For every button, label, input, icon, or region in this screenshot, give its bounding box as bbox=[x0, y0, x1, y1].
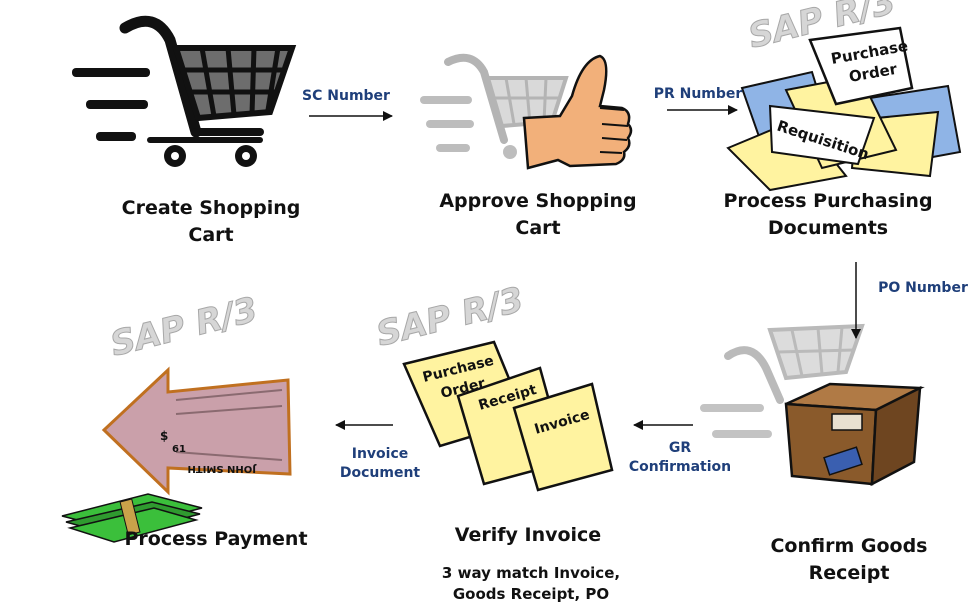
flow-gr-line1: GR bbox=[668, 440, 692, 456]
thumbs-up-cart-icon bbox=[420, 53, 633, 170]
note-three-way-match: 3 way match Invoice, Goods Receipt, PO bbox=[426, 563, 636, 605]
flow-invoice-line2: Document bbox=[339, 465, 421, 481]
flow-gr-confirmation: GR Confirmation bbox=[628, 439, 732, 477]
money-stack-icon bbox=[61, 493, 203, 543]
svg-text:JOHN SMITH: JOHN SMITH bbox=[187, 463, 257, 474]
step-process-purchasing-line2: Documents bbox=[767, 217, 889, 239]
svg-text:SAP R/3: SAP R/3 bbox=[107, 290, 262, 365]
step-create-shopping-cart: Create Shopping Cart bbox=[121, 197, 301, 246]
svg-text:SAP R/3: SAP R/3 bbox=[373, 280, 528, 355]
paper-pile-icon: SAP R/3 Purchase Order Requisition bbox=[726, 0, 962, 192]
check-arrow-icon: SAP R/3 JOHN SMITH $ 61 bbox=[101, 289, 292, 496]
svg-text:61: 61 bbox=[172, 444, 186, 455]
shopping-cart-icon bbox=[72, 15, 297, 167]
step-process-purchasing-documents: Process Purchasing Documents bbox=[720, 188, 936, 242]
flow-invoice-line1: Invoice bbox=[351, 446, 409, 462]
flow-pr-number: PR Number bbox=[653, 86, 743, 102]
flow-gr-line2: Confirmation bbox=[628, 459, 732, 475]
svg-text:$: $ bbox=[160, 429, 168, 443]
flow-invoice-document: Invoice Document bbox=[336, 445, 424, 483]
package-cart-icon bbox=[700, 323, 925, 487]
note-three-way-line2: Goods Receipt, PO bbox=[452, 585, 610, 603]
flow-sc-number: SC Number bbox=[302, 88, 390, 104]
step-approve-shopping-cart: Approve Shopping Cart bbox=[439, 190, 637, 239]
step-process-purchasing-line1: Process Purchasing bbox=[723, 190, 933, 212]
note-three-way-line1: 3 way match Invoice, bbox=[441, 564, 621, 582]
flow-po-number: PO Number bbox=[878, 280, 968, 296]
step-confirm-goods-receipt: Confirm Goods Receipt bbox=[770, 535, 928, 584]
step-process-payment: Process Payment bbox=[124, 528, 308, 550]
step-verify-invoice: Verify Invoice bbox=[454, 524, 602, 546]
